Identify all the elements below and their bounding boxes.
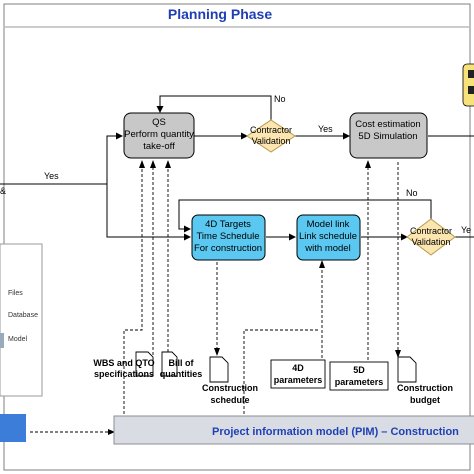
wbs-document: WBS and QTO specifications [93,351,155,379]
parameters-5d-box: 5D parameters [329,361,389,391]
arrowhead-model-link [319,260,325,268]
model-box-line3: with model [304,243,350,254]
decision-2: Contractor Validation [406,218,456,256]
qs-box-line2: Perform quantity [124,129,194,140]
qs-box-line3: take-off [143,141,175,152]
page-title: Planning Phase [168,6,272,22]
targets-box-line2: Time Schedule [196,231,259,242]
arrowhead-qs-2 [150,160,156,168]
edge-decision1-no-loop [156,95,272,120]
edge-label-yes-mid: Yes [318,124,333,134]
model-box-line2: Link schedule [299,231,357,242]
edge-left-to-targets [106,184,191,241]
wbs-line2: specifications [94,369,154,379]
edge-label-cutoff: & [0,186,6,196]
decision-2-line1: Contractor [410,226,452,236]
cost-box-line1: Cost estimation [355,119,420,130]
cut-off-yellow-box-inner-1 [468,70,474,78]
edge-left-to-qs [0,132,123,185]
bill-of-quantities-document: Bill of quantities [160,351,203,379]
qs-box-line1: QS [152,117,166,128]
edge-label-no-top: No [274,94,286,104]
arrowhead-schedule [214,348,220,356]
bill-line1: Bill of [169,358,195,368]
budget-line2: budget [410,395,440,405]
model-link-box: Model link Link schedule with model [296,214,361,261]
p4d-line1: 4D [292,363,304,373]
budget-line1: Construction [397,383,453,393]
wbs-line1: WBS and QTO [93,358,154,368]
arrowhead-qs-1 [139,160,145,168]
targets-box-line3: For construction [194,243,262,254]
arrowhead-cost [365,160,371,168]
p4d-line2: parameters [274,375,323,385]
cost-estimation-box: Cost estimation 5D Simulation [349,112,428,159]
bill-line2: quantities [160,369,203,379]
targets-box: 4D Targets Time Schedule For constructio… [191,214,266,261]
decision-1: Contractor Validation [246,119,296,153]
arrowhead-pim-left [108,429,115,435]
legend-model: Model [8,336,28,343]
p5d-line1: 5D [353,365,365,375]
schedule-line1: Construction [202,383,258,393]
construction-budget-document: Construction budget [397,356,453,405]
schedule-line2: schedule [210,395,249,405]
model-box-line1: Model link [307,219,350,230]
edge-decision2-no-loop [178,199,432,233]
legend-files: Files [8,290,23,297]
pim-bar: Project information model (PIM) – Constr… [113,415,474,445]
arrowhead-qs-3 [165,160,171,168]
p5d-line2: parameters [335,377,384,387]
dashed-connectors [30,162,399,433]
decision-1-line1: Contractor [250,125,292,135]
edge-label-yes-right: Ye [461,225,471,235]
legend-panel: Files Database Model [0,243,43,442]
targets-box-line1: 4D Targets [205,219,251,230]
edge-label-yes-left: Yes [44,171,59,181]
pim-bar-label: Project information model (PIM) – Constr… [212,426,459,438]
arrowhead-budget [395,350,401,358]
cut-off-yellow-box-inner-2 [468,86,474,94]
qs-box: QS Perform quantity take-off [123,112,195,159]
legend-database: Database [8,312,38,319]
cost-box-line2: 5D Simulation [358,131,417,142]
decision-1-line2: Validation [252,136,291,146]
construction-schedule-document: Construction schedule [202,356,258,405]
decision-2-line2: Validation [412,237,451,247]
parameters-4d-box: 4D parameters [270,359,326,389]
edge-label-no-mid: No [406,188,418,198]
